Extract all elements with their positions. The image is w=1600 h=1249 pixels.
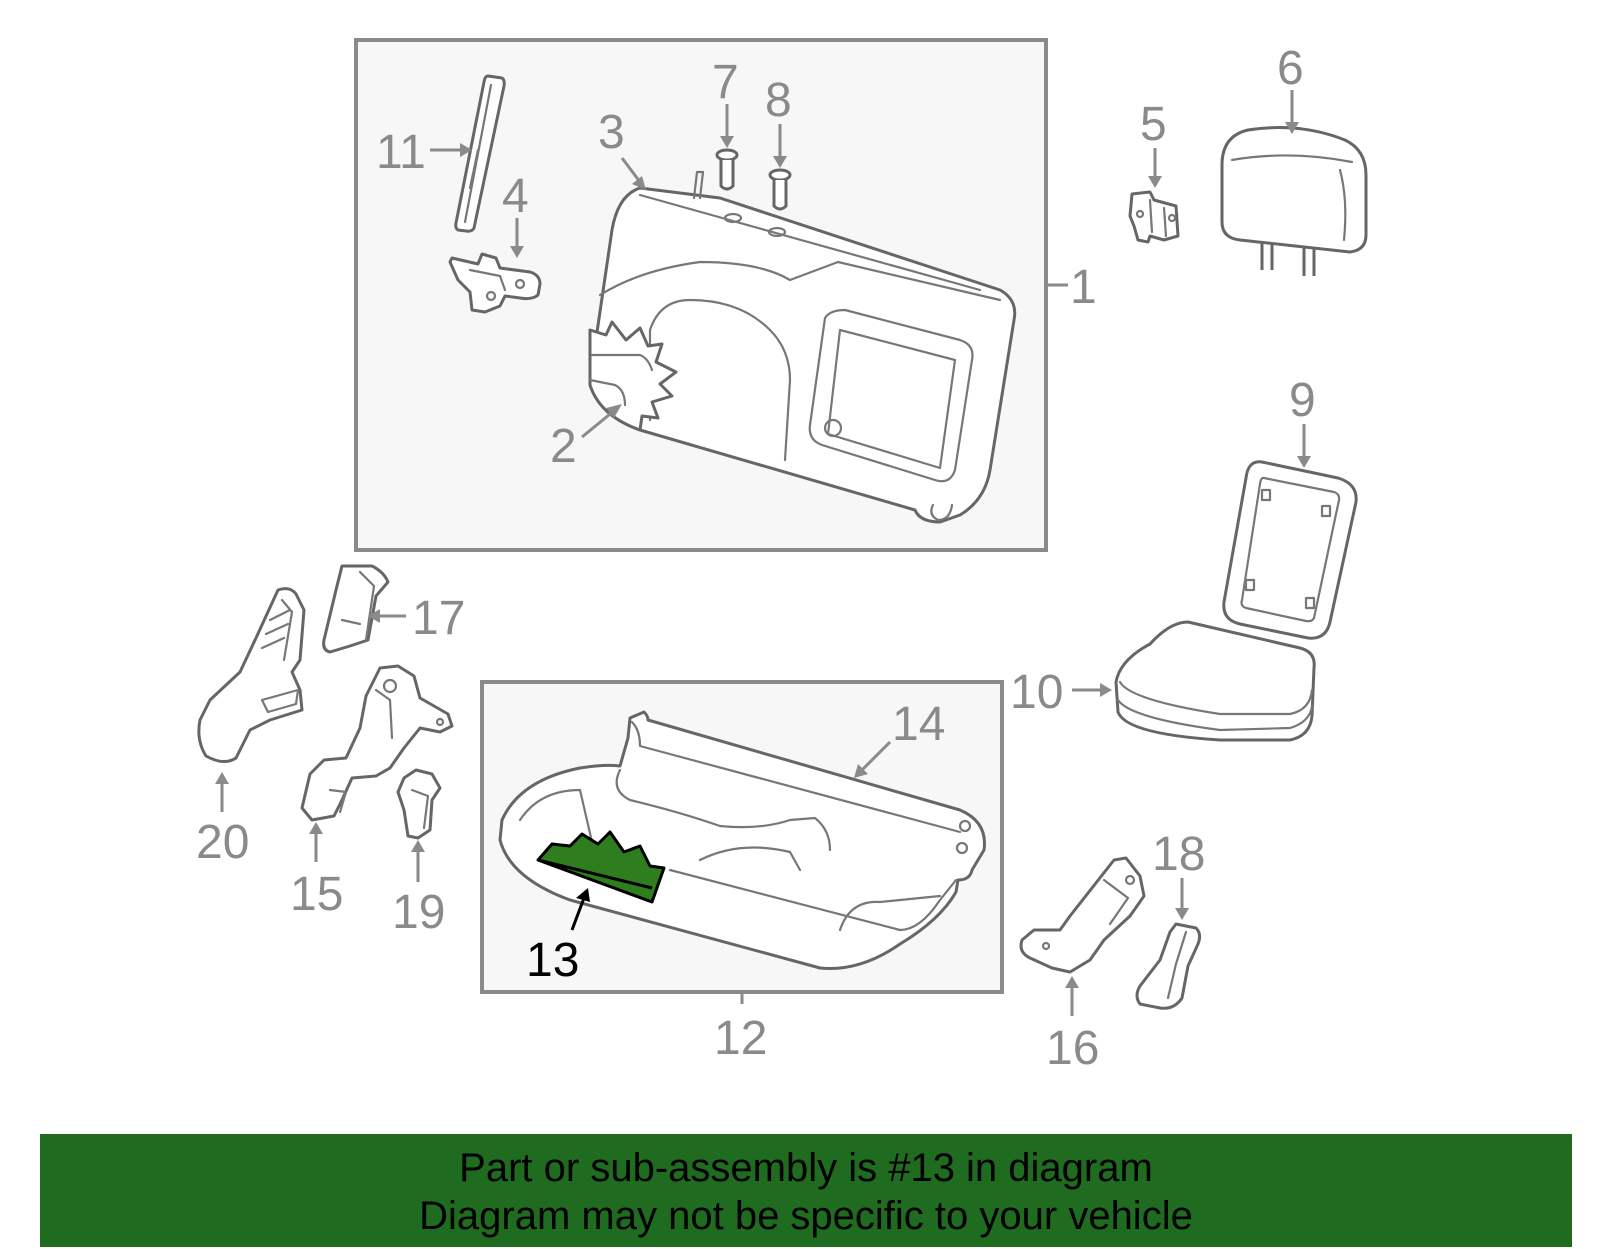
callout-15: 15	[290, 868, 343, 921]
callout-1: 1	[1070, 261, 1097, 314]
callout-4: 4	[502, 170, 529, 223]
trim-strip-part[interactable]	[454, 74, 506, 233]
leader-13	[570, 897, 586, 931]
callout-17: 17	[412, 592, 465, 645]
arrow-6	[1285, 122, 1299, 134]
trim-part-18[interactable]	[1135, 922, 1202, 1010]
leader-2	[581, 408, 616, 439]
arrow-2	[606, 404, 622, 418]
seat-frame-part[interactable]	[1222, 460, 1358, 640]
callout-12: 12	[714, 1012, 767, 1065]
leader-14	[860, 740, 892, 772]
callout-5: 5	[1140, 98, 1167, 151]
banner-disclaimer: Diagram may not be specific to your vehi…	[419, 1194, 1193, 1238]
clip-part-19[interactable]	[396, 768, 442, 840]
bolt-part-7[interactable]	[715, 148, 739, 191]
arrow-4	[510, 246, 524, 258]
bolt-part-8[interactable]	[768, 168, 792, 211]
arrow-19	[411, 840, 425, 852]
arrow-14	[854, 764, 868, 778]
arrow-11	[460, 143, 472, 157]
arrow-16	[1065, 976, 1079, 988]
banner-part-note: Part or sub-assembly is #13 in diagram	[459, 1146, 1153, 1190]
callout-10: 10	[1010, 666, 1063, 719]
callout-18: 18	[1152, 828, 1205, 881]
side-trim-part-20[interactable]	[197, 587, 306, 763]
info-banner: Part or sub-assembly is #13 in diagram D…	[40, 1134, 1572, 1247]
callout-19: 19	[392, 886, 445, 939]
bracket-part-15[interactable]	[300, 664, 454, 822]
arrow-10	[1100, 683, 1112, 697]
arrow-9	[1297, 456, 1311, 468]
cover-part-17[interactable]	[322, 564, 390, 654]
callout-16: 16	[1046, 1022, 1099, 1075]
hinge-bracket-part[interactable]	[448, 252, 542, 314]
arrow-18	[1175, 908, 1189, 920]
arrow-13	[576, 888, 590, 902]
seat-cushion-part[interactable]	[1114, 620, 1316, 742]
callout-8: 8	[765, 74, 792, 127]
arrow-8	[773, 156, 787, 168]
callout-14: 14	[892, 698, 945, 751]
callout-9: 9	[1289, 374, 1316, 427]
callout-13: 13	[526, 934, 579, 987]
leader-3	[620, 157, 642, 183]
callout-6: 6	[1277, 42, 1304, 95]
guide-bracket-part[interactable]	[1128, 190, 1180, 244]
arrow-5	[1148, 176, 1162, 188]
highlighted-part-13[interactable]	[536, 830, 666, 904]
seat-back-pad-part[interactable]	[588, 320, 678, 432]
arrow-3	[632, 176, 646, 190]
seat-back-frame-part[interactable]	[588, 170, 1017, 524]
seat-cushion-frame-part[interactable]	[498, 710, 986, 970]
arrow-15	[309, 822, 323, 834]
callout-20: 20	[196, 816, 249, 869]
callout-11: 11	[376, 126, 426, 179]
arrow-7	[720, 136, 734, 148]
arrow-20	[215, 772, 229, 784]
callout-2: 2	[550, 420, 577, 473]
callout-7: 7	[712, 56, 739, 109]
headrest-part[interactable]	[1220, 126, 1368, 276]
arrow-17	[368, 609, 380, 623]
bracket-part-16[interactable]	[1019, 856, 1146, 974]
callout-3: 3	[598, 106, 625, 159]
